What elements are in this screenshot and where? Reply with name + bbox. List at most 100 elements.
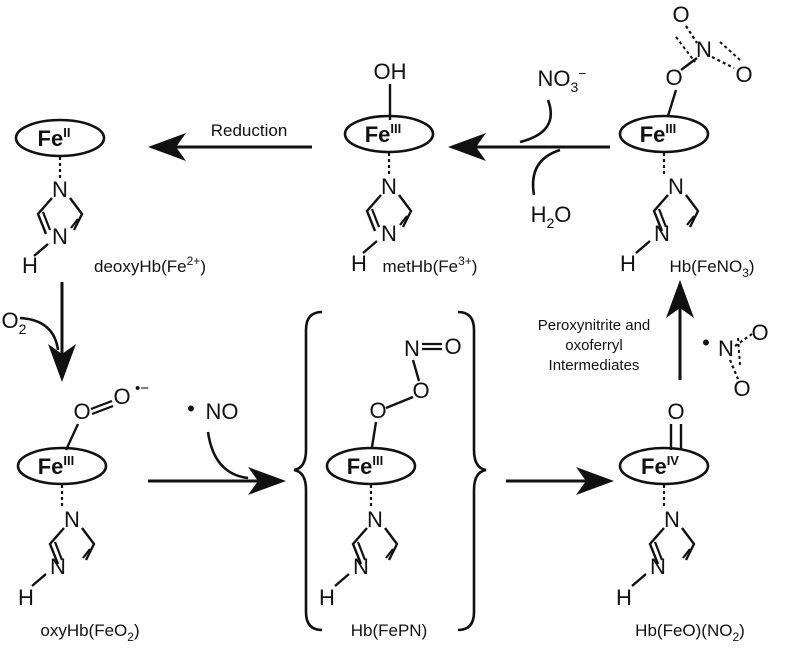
imidazole-n-top: N — [664, 507, 680, 532]
heme-deoxy: FeII N N H deoxyHb(Fe2+) — [14, 118, 206, 278]
superoxide-o2: O — [113, 384, 130, 409]
no2-o-top: O — [751, 320, 768, 345]
nitric-oxide-arrow: • NO — [148, 396, 286, 495]
heme-oxy: O O •− FeIII N N H oxyHb(FeO2) — [16, 380, 149, 644]
heme-met: OH FeIII N N H metHb(Fe3+) — [343, 59, 478, 276]
water-reagent-sub: 2 — [546, 215, 554, 231]
imidazole-n-bottom: N — [353, 554, 369, 579]
iron-oxidation-state: III — [372, 453, 383, 468]
iron-oxidation-state: III — [390, 121, 401, 136]
no-radical-dot: • — [187, 396, 195, 421]
imidazole-h: H — [319, 585, 335, 610]
svg-text:FeIII: FeIII — [38, 453, 75, 479]
imidazole-h: H — [18, 585, 34, 610]
imidazole-n-top: N — [668, 174, 684, 199]
heme-caption-end: ) — [134, 621, 140, 640]
imidazole-h: H — [620, 251, 636, 276]
imidazole-h: H — [616, 585, 632, 610]
heme-caption-end: ) — [749, 257, 755, 276]
pn-o-terminal: O — [444, 334, 461, 359]
oxygen-reagent-sub: 2 — [19, 321, 27, 337]
heme-caption: deoxyHb(Fe — [94, 257, 187, 276]
reduction-label: Reduction — [211, 121, 288, 140]
heme-caption-sup: 2+ — [187, 254, 201, 268]
nitrate-reagent-sub: 3 — [571, 79, 579, 95]
heme-caption: Hb(FeNO — [669, 257, 742, 276]
water-reagent-end: O — [554, 202, 571, 227]
superoxide-charge: •− — [135, 380, 149, 397]
water-reagent: H — [531, 202, 547, 227]
oxygen-binding-arrow: O2 — [2, 282, 76, 382]
heme-caption-sub: 2 — [732, 630, 739, 644]
imidazole-n-bottom: N — [381, 221, 397, 246]
intermediates-line-2: oxoferryl — [565, 337, 623, 354]
nitrate-n: N — [696, 37, 712, 62]
nitrate-reagent-charge: − — [578, 65, 586, 81]
heme-caption-end: ) — [739, 621, 745, 640]
nitrate-o-bridge: O — [665, 65, 682, 90]
svg-text:Hb(FeNO3): Hb(FeNO3) — [669, 257, 754, 280]
left-bracket — [293, 310, 323, 632]
oxo-o: O — [667, 399, 684, 424]
pn-o-middle: O — [412, 378, 429, 403]
hydroxide-ligand: OH — [374, 59, 407, 84]
iron-label: Fe — [38, 126, 64, 151]
no-radical-reagent: NO — [206, 399, 239, 424]
reduction-arrow: Reduction — [148, 121, 312, 161]
nitrate-o-right: O — [735, 62, 752, 87]
heme-caption: Hb(FePN) — [351, 621, 428, 640]
heme-caption: metHb(Fe — [383, 257, 459, 276]
no2-radical-dot: • — [702, 330, 710, 355]
imidazole-n-bottom: N — [654, 221, 670, 246]
imidazole-h: H — [22, 253, 38, 278]
iron-label: Fe — [38, 454, 64, 479]
svg-text:FeIII: FeIII — [640, 121, 677, 147]
imidazole-n-bottom: N — [52, 224, 68, 249]
imidazole-n-top: N — [64, 507, 80, 532]
imidazole-n-top: N — [367, 507, 383, 532]
iron-label: Fe — [640, 122, 666, 147]
nitrate-o-top: O — [672, 2, 689, 27]
porphyrin-ellipse — [16, 446, 108, 486]
svg-text:FeIII: FeIII — [365, 121, 402, 147]
iron-oxidation-state: III — [665, 121, 676, 136]
superoxide-o1: O — [73, 399, 90, 424]
svg-text:H2O: H2O — [531, 202, 572, 231]
recombination-arrow: Peroxynitrite and oxoferryl Intermediate… — [538, 280, 769, 401]
iron-oxidation-state: II — [63, 125, 70, 140]
heme-caption-sub: 3 — [742, 266, 749, 280]
heme-caption-sub: 2 — [127, 630, 134, 644]
heme-caption: Hb(FeO)(NO — [635, 621, 732, 640]
heme-ferryl: O FeIV N N H Hb(FeO)(NO2) — [616, 399, 745, 644]
heme-caption-end: ) — [200, 257, 206, 276]
no2-n: N — [718, 336, 734, 361]
iron-oxidation-state: III — [63, 453, 74, 468]
right-bracket — [457, 310, 487, 632]
svg-text:O2: O2 — [2, 308, 27, 337]
no2-o-bottom: O — [733, 376, 750, 401]
imidazole-h: H — [351, 251, 367, 276]
heme-nitrate: O N O O FeIII N N H Hb(FeNO3) — [618, 2, 755, 280]
svg-text:NO3−: NO3− — [538, 65, 587, 95]
svg-text:oxyHb(FeO2): oxyHb(FeO2) — [40, 621, 139, 644]
imidazole-n-top: N — [52, 177, 68, 202]
pn-o-bridge: O — [369, 398, 386, 423]
heme-peroxynitrite: N O O O FeIII N N H Hb(FePN) — [293, 310, 487, 640]
nitrate-reagent: NO — [538, 66, 571, 91]
imidazole-n-top: N — [381, 174, 397, 199]
heme-caption-sup: 3+ — [458, 254, 472, 268]
heme-caption: oxyHb(FeO — [40, 621, 127, 640]
porphyrin-ellipse — [325, 446, 417, 486]
svg-text:Hb(FeO)(NO2): Hb(FeO)(NO2) — [635, 621, 745, 644]
svg-text:FeIV: FeIV — [641, 453, 679, 479]
porphyrin-ellipse — [14, 118, 106, 158]
pn-n: N — [404, 336, 420, 361]
svg-text:metHb(Fe3+): metHb(Fe3+) — [383, 254, 478, 276]
imidazole-n-bottom: N — [50, 554, 66, 579]
oxygen-reagent: O — [2, 308, 19, 333]
iron-label: Fe — [365, 122, 391, 147]
porphyrin-ellipse — [618, 114, 710, 154]
peroxynitrite-homolysis-arrow — [506, 467, 614, 495]
iron-label: Fe — [347, 454, 373, 479]
